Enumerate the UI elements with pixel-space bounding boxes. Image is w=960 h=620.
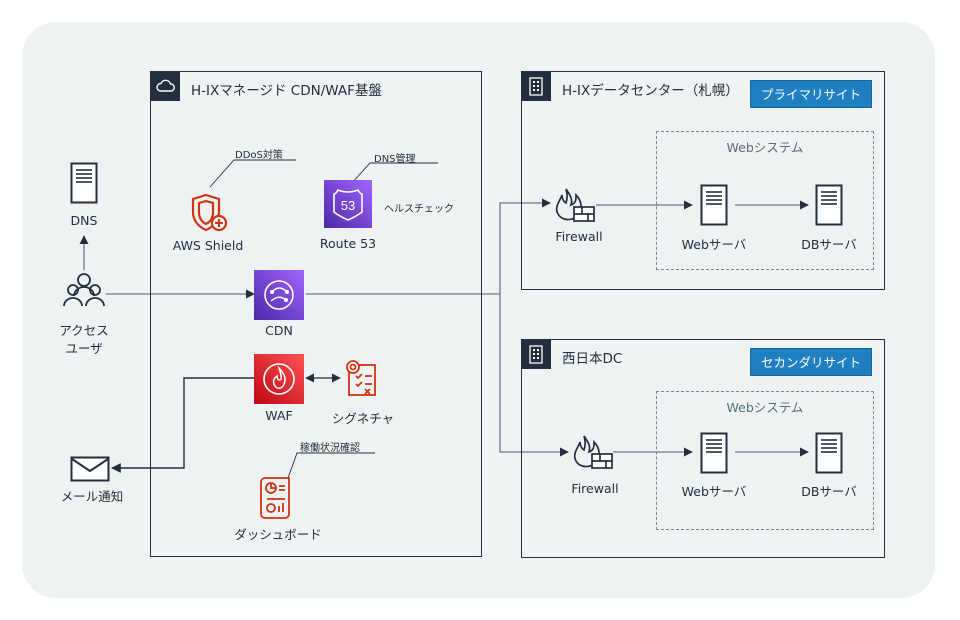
primary-web-server-label: Webサーバ — [681, 237, 747, 252]
secondary-branch-connector — [499, 294, 569, 457]
primary-db-server-label: DBサーバ — [801, 237, 857, 252]
building-icon — [521, 71, 551, 101]
mail-icon — [70, 456, 110, 486]
primary-firewall-icon — [552, 185, 596, 229]
signature-label: シグネチャ — [331, 411, 395, 426]
dashboard-callout: 稼働状況確認 — [300, 443, 360, 454]
cdn-label: CDN — [265, 323, 293, 338]
svg-text:53: 53 — [341, 198, 355, 213]
cloud-icon — [150, 71, 180, 101]
primary-web-system-group: Webシステム — [656, 131, 874, 270]
shield-callout-leader — [209, 159, 296, 188]
mail-label: メール通知 — [60, 489, 124, 504]
dashboard-callout-leader — [287, 452, 375, 479]
primary-site-badge: プライマリサイト — [749, 80, 872, 108]
cdn-waf-platform-group: H-IXマネージド CDN/WAF基盤 — [150, 71, 482, 557]
primary-web-server-icon — [700, 184, 728, 230]
dns-server-icon — [70, 162, 98, 208]
secondary-web-system-title: Webシステム — [726, 400, 804, 415]
dns-label: DNS — [70, 213, 98, 228]
cloudfront-icon[interactable] — [254, 270, 304, 324]
route53-icon: 53 — [324, 180, 372, 232]
secondary-db-server-icon — [815, 432, 843, 478]
primary-web-system-title: Webシステム — [726, 140, 804, 155]
route53-callout: DNS管理 — [374, 154, 416, 165]
users-label-line1: アクセス — [59, 323, 109, 338]
route53-callout-leader — [351, 162, 438, 184]
dashboard-label: ダッシュボード — [234, 527, 322, 542]
secondary-web-system-group: Webシステム — [656, 391, 874, 530]
route53-side-note: ヘルスチェック — [384, 204, 454, 215]
waf-to-mail-connector — [111, 377, 254, 473]
users-icon — [62, 270, 106, 314]
primary-datacenter-title: H-IXデータセンター（札幌） — [562, 83, 739, 99]
cdn-waf-platform-title: H-IXマネージド CDN/WAF基盤 — [191, 83, 382, 99]
shield-icon — [190, 192, 228, 238]
secondary-datacenter-group: 西日本DC セカンダリサイト — [521, 339, 885, 558]
primary-firewall-label: Firewall — [555, 229, 603, 244]
secondary-firewall-icon — [570, 432, 614, 476]
primary-datacenter-group: H-IXデータセンター（札幌） プライマリサイト — [521, 71, 885, 290]
building-icon — [521, 339, 551, 369]
dashboard-report-icon — [257, 474, 297, 524]
secondary-web-server-icon — [700, 432, 728, 478]
secondary-db-server-label: DBサーバ — [801, 484, 857, 499]
secondary-web-server-label: Webサーバ — [681, 484, 747, 499]
waf-label: WAF — [265, 408, 293, 423]
primary-branch-connector — [499, 198, 551, 294]
waf-icon[interactable] — [254, 354, 304, 408]
shield-label: AWS Shield — [172, 238, 244, 253]
secondary-site-badge: セカンダリサイト — [749, 348, 872, 376]
secondary-datacenter-title: 西日本DC — [562, 351, 623, 367]
shield-callout: DDoS対策 — [235, 150, 283, 161]
route53-label: Route 53 — [319, 236, 377, 251]
primary-db-server-icon — [815, 184, 843, 230]
signature-ruleset-icon — [343, 357, 381, 403]
diagram-canvas — [22, 22, 935, 598]
users-label-line2: ユーザ — [65, 341, 103, 356]
secondary-firewall-label: Firewall — [571, 481, 619, 496]
